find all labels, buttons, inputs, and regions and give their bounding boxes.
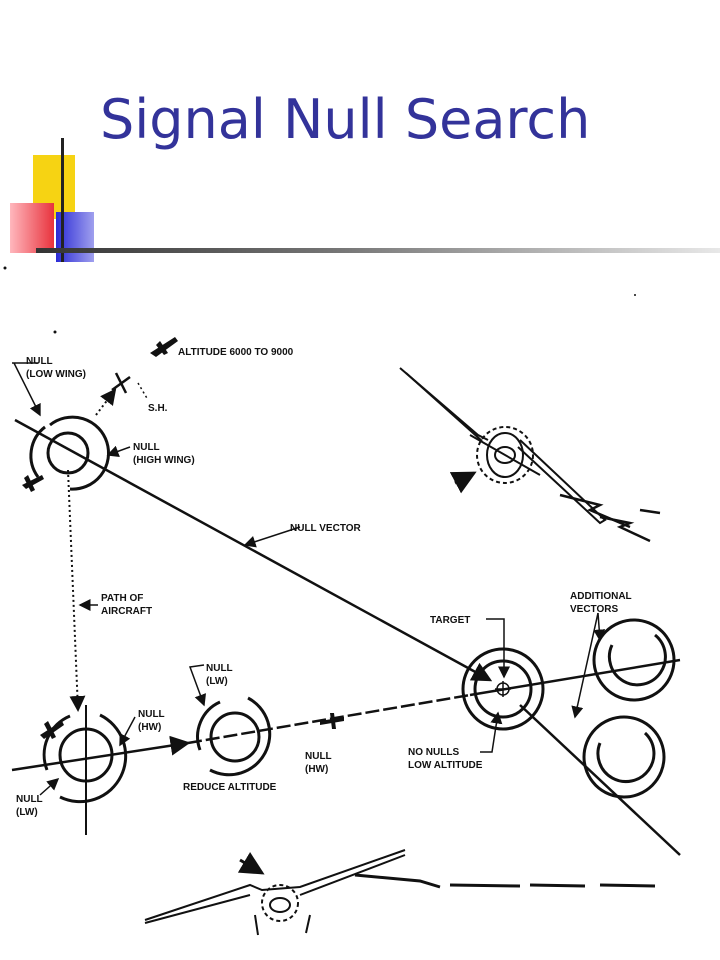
null-hw-mid-label-line2: (HW) xyxy=(305,764,328,775)
additional-ring-lower xyxy=(582,715,666,799)
additional-ring-upper xyxy=(592,618,676,702)
aircraft-illustration-top xyxy=(399,367,607,525)
null-lw-bottom-label-line1: NULL xyxy=(16,794,43,805)
aircraft-icon-bottom-left xyxy=(40,721,64,739)
aircraft-illustration-bottom xyxy=(144,849,406,936)
null-lw-bottom-label-line2: (LW) xyxy=(16,807,38,818)
aircraft-icon-sh xyxy=(111,372,131,394)
accent-vertical-line xyxy=(61,138,64,262)
null-ring-middle xyxy=(196,696,272,777)
null-lw-top-label-line2: (LW) xyxy=(206,676,228,687)
null-high-wing-label-line1: NULL xyxy=(133,442,160,453)
path-of-aircraft-label-line2: AIRCRAFT xyxy=(101,606,152,617)
signal-bolts-top xyxy=(559,493,661,543)
altitude-label: ALTITUDE 6000 TO 9000 xyxy=(178,347,294,358)
no-nulls-label-line2: LOW ALTITUDE xyxy=(408,760,483,771)
null-lw-top-label-line1: NULL xyxy=(206,663,233,674)
path-of-aircraft-label-line1: PATH OF xyxy=(101,593,143,604)
aircraft-path-line xyxy=(67,469,86,712)
null-low-wing-label-line2: (LOW WING) xyxy=(26,369,86,380)
accent-red-square xyxy=(10,203,54,253)
null-low-wing-label-line1: NULL xyxy=(26,356,53,367)
aircraft-icon-altitude xyxy=(150,337,178,357)
null-hw-left-label-line1: NULL xyxy=(138,709,165,720)
no-nulls-label-line1: NO NULLS xyxy=(408,747,459,758)
signal-null-search-diagram: ALTITUDE 6000 TO 9000 NULL (LOW WING) S.… xyxy=(3,266,681,936)
null-hw-mid-label-line1: NULL xyxy=(305,751,332,762)
null-vector-label: NULL VECTOR xyxy=(290,523,362,534)
additional-vectors-label-line1: ADDITIONAL xyxy=(570,591,632,602)
target-label: TARGET xyxy=(430,615,470,626)
page-title: Signal Null Search xyxy=(100,88,591,151)
approach-line xyxy=(11,735,191,772)
signal-bolts-bottom xyxy=(354,873,656,889)
accent-horizontal-rule xyxy=(36,248,720,253)
target-ring xyxy=(461,647,545,731)
aircraft-icon-path xyxy=(320,713,344,729)
null-ring-top-left xyxy=(29,415,111,491)
additional-vectors-label-line2: VECTORS xyxy=(570,604,618,615)
aircraft-icon-left xyxy=(22,475,44,492)
reduce-altitude-label: REDUCE ALTITUDE xyxy=(183,782,277,793)
null-high-wing-label-line2: (HIGH WING) xyxy=(133,455,195,466)
null-vector-line xyxy=(14,418,493,682)
null-hw-left-label-line2: (HW) xyxy=(138,722,161,733)
sh-label: S.H. xyxy=(148,403,168,414)
